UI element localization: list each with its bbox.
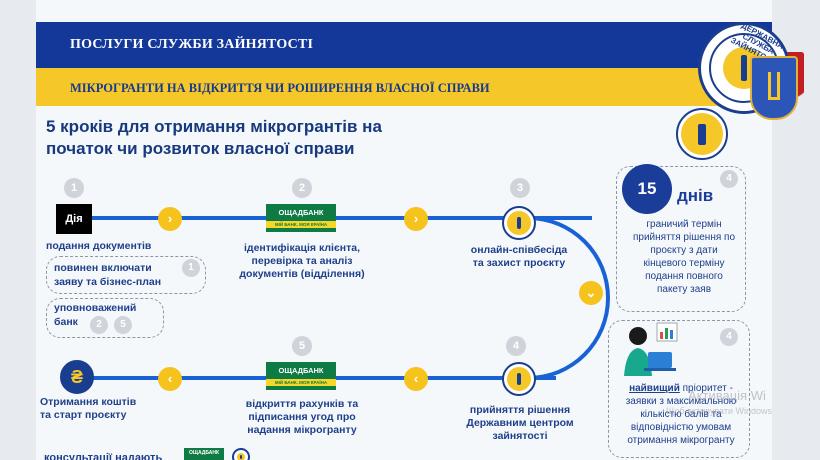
box-ref-badge: 4 (720, 170, 738, 188)
next-arrow-icon: › (404, 207, 428, 231)
note-documents-text: повинен включати заяву та бізнес-план (54, 262, 162, 288)
regional-coat-of-arms-icon (744, 52, 804, 122)
deadline-info-box (616, 166, 746, 312)
note-box-bank (46, 298, 164, 338)
header-title: ПОСЛУГИ СЛУЖБИ ЗАЙНЯТОСТІ (70, 37, 314, 52)
days-count-badge: 15 (622, 164, 672, 214)
back-arrow-icon: ‹ (158, 367, 182, 391)
process-track-top (88, 216, 592, 220)
note-box-documents (46, 256, 206, 294)
step-2-label: ідентифікація клієнта, перевірка та анал… (239, 242, 365, 280)
step-5-label: відкриття рахунків та підписання угод пр… (245, 398, 359, 436)
box-ref-badge: 4 (720, 328, 738, 346)
person-laptop-icon (624, 327, 676, 376)
note-ref-badge: 5 (114, 316, 132, 334)
priority-info-box (608, 320, 750, 458)
oschadbank-logo: ОЩАДБАНК МІЙ БАНК. МОЯ КРАЇНА (266, 362, 336, 390)
step-5-number: 5 (292, 336, 312, 356)
subheader-title: МІКРОГРАНТИ НА ВІДКРИТТЯ ЧИ РОШИРЕННЯ ВЛ… (70, 81, 490, 95)
note-ref-badge: 1 (182, 259, 200, 277)
diia-logo: Дія (56, 204, 92, 234)
next-arrow-icon: › (158, 207, 182, 231)
activation-watermark: Активація Wi (688, 388, 766, 403)
service-emblem-icon (676, 108, 728, 160)
step-3-number: 3 (510, 178, 530, 198)
step-1-label: подання документів (46, 240, 152, 252)
back-arrow-icon: ‹ (404, 367, 428, 391)
down-arrow-icon: ⌄ (579, 281, 603, 305)
header-bar: ПОСЛУГИ СЛУЖБИ ЗАЙНЯТОСТІ (36, 22, 772, 68)
step-1-number: 1 (64, 178, 84, 198)
oschadbank-logo: ОЩАДБАНК (184, 448, 224, 460)
page-heading: 5 кроків для отримання мікрогрантів на п… (46, 116, 466, 160)
step-2-number: 2 (292, 178, 312, 198)
subheader-bar: МІКРОГРАНТИ НА ВІДКРИТТЯ ЧИ РОШИРЕННЯ ВЛ… (36, 68, 772, 106)
consultations-label: консультації надають (44, 452, 163, 460)
oschadbank-logo: ОЩАДБАНК МІЙ БАНК. МОЯ КРАЇНА (266, 204, 336, 232)
heading-line-2: початок чи розвиток власної справи (46, 139, 355, 158)
service-emblem-icon (232, 448, 250, 460)
chart-icon (656, 322, 678, 342)
deadline-text: граничий термін прийняття рішення по про… (632, 219, 736, 295)
service-emblem-icon (502, 362, 536, 396)
note-ref-badge: 2 (90, 316, 108, 334)
step-3-label: онлайн-співбесіда та захист проєкту (470, 244, 568, 269)
step-4-number: 4 (506, 336, 526, 356)
presentation-slide: ПОСЛУГИ СЛУЖБИ ЗАЙНЯТОСТІ МІКРОГРАНТИ НА… (36, 0, 772, 460)
note-bank-text: уповноважений банк (54, 302, 137, 328)
step-4-label: прийняття рішення Державним центром зайн… (466, 404, 574, 442)
days-word: днів (677, 186, 714, 205)
service-emblem-icon (502, 206, 536, 240)
hryvnia-icon: ₴ (60, 360, 94, 394)
priority-text: найвищий пріоритет - заявки з максимальн… (625, 383, 737, 446)
activation-watermark-sub: Щоб активувати Windows, перейдіть до ро (666, 406, 772, 416)
final-step-label: Отримання коштів та старт проєкту (40, 396, 137, 421)
heading-line-1: 5 кроків для отримання мікрогрантів на (46, 117, 382, 136)
